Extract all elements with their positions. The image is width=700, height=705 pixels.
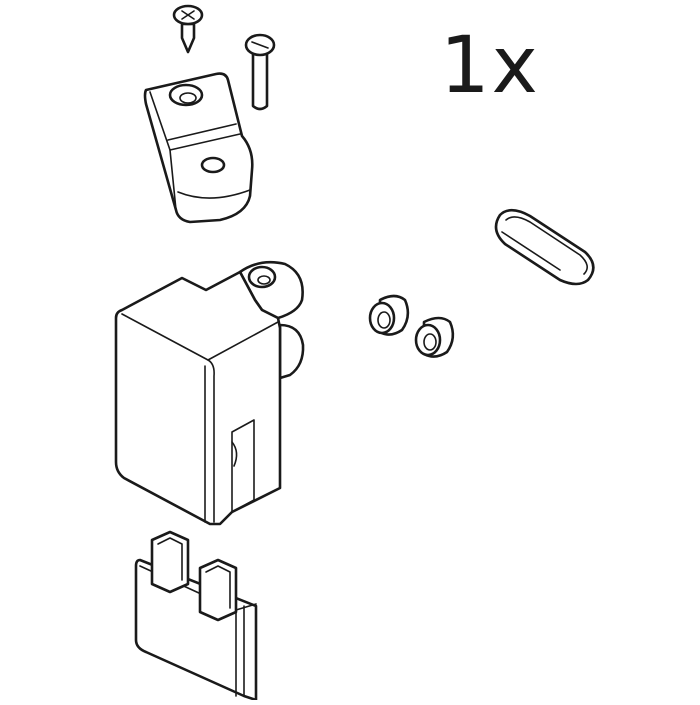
quantity-label: 1x: [440, 21, 540, 111]
bracket-icon: [143, 72, 254, 224]
bushing-1: [368, 294, 410, 336]
connector-icon: [134, 530, 258, 702]
slotted-screw-icon: [244, 33, 276, 111]
oval-grommet-icon: [494, 208, 595, 286]
bushing-2: [414, 316, 455, 358]
phillips-screw-icon: [172, 4, 204, 54]
housing-icon: [114, 260, 305, 526]
